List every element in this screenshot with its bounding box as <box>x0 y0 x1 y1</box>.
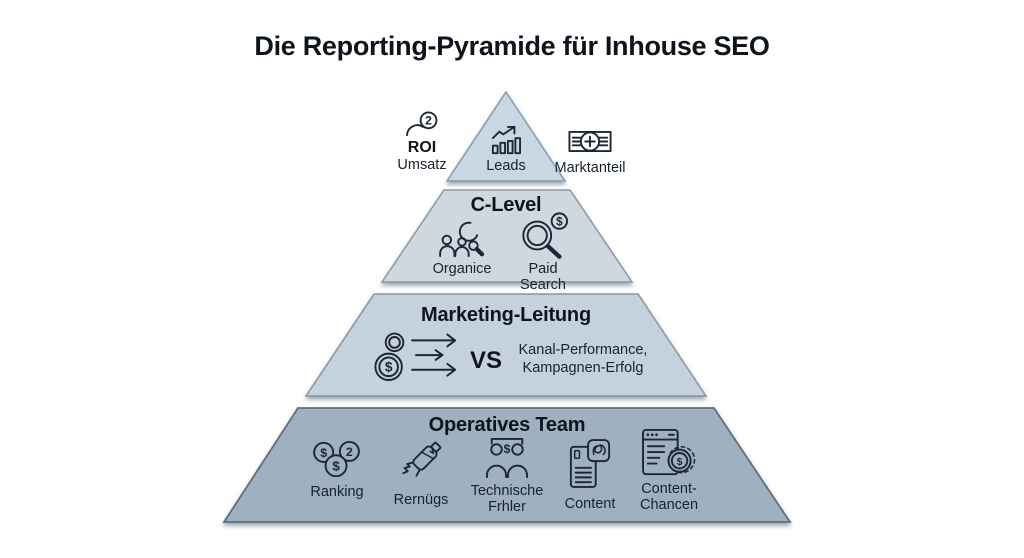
coins-ranking-icon: $ 2 $ <box>313 440 360 478</box>
paid-search-item: $ Paid Search <box>507 212 579 293</box>
svg-text:$: $ <box>385 360 393 375</box>
operatives-team-heading: Operatives Team <box>428 414 586 436</box>
marktanteil-label: Marktanteil <box>554 160 626 176</box>
ranking-label: Ranking <box>310 484 364 500</box>
leads-label: Leads <box>486 158 526 174</box>
rocket-icon <box>402 441 442 477</box>
bar-chart-arrow-icon <box>491 125 521 155</box>
vs-label: VS <box>470 347 503 374</box>
pyramid-level-4-shape <box>222 407 792 523</box>
people-magnifier-icon <box>439 221 485 258</box>
kampagnen-erfolg-line2: Kampagnen-Erfolg <box>522 359 644 376</box>
ranking-item: $ 2 $ Ranking <box>307 440 367 500</box>
paid-search-label: Paid Search <box>520 261 566 293</box>
content-chancen-item: $ Content- Chancen <box>634 428 704 513</box>
team-dollar-icon: $ <box>486 437 528 479</box>
svg-text:$: $ <box>677 456 683 468</box>
svg-text:$: $ <box>556 216 563 228</box>
roi-coin-icon: 2 <box>406 111 438 137</box>
roi-umsatz-item: 2 ROI Umsatz <box>390 111 454 173</box>
technische-label-line1: Technische <box>470 483 544 499</box>
page-title: Die Reporting-Pyramide für Inhouse SEO <box>254 31 770 61</box>
pyramid-level-2-shape <box>380 189 634 283</box>
content-chancen-label-line2: Chancen <box>639 497 699 513</box>
pyramid-level-1-shape <box>445 90 567 182</box>
content-label: Content <box>564 496 616 512</box>
technische-label-line2: Frhler <box>488 499 526 515</box>
kanal-performance-line1: Kanal-Performance, <box>518 342 648 358</box>
content-item: Content <box>563 438 617 512</box>
roi-label: ROI <box>407 139 437 156</box>
rernuegs-label: Rernügs <box>393 492 449 508</box>
svg-text:2: 2 <box>425 114 432 128</box>
marktanteil-item: Marktanteil <box>554 127 626 176</box>
banknote-plus-icon <box>568 130 612 153</box>
magnifier-dollar-icon: $ <box>522 212 568 259</box>
technische-fehler-item: $ Technische Frhler <box>471 437 543 515</box>
svg-text:$: $ <box>504 442 511 456</box>
kanal-performance-text: Kanal-Performance, Kampagnen-Erfolg <box>512 342 654 377</box>
content-chancen-label-line1: Content- <box>641 481 697 497</box>
umsatz-label: Umsatz <box>397 157 447 173</box>
marketing-leitung-heading: Marketing-Leitung <box>421 304 591 326</box>
svg-text:2: 2 <box>346 445 353 459</box>
svg-text:$: $ <box>320 446 327 460</box>
c-level-heading: C-Level <box>470 194 542 216</box>
organic-label: Organice <box>432 261 492 277</box>
money-flow-icon: $ <box>374 332 457 382</box>
organic-item: Organice <box>433 220 491 277</box>
leads-item: Leads <box>479 125 533 174</box>
rernuegs-item: Rernügs <box>389 434 453 508</box>
webpage-coin-icon: $ <box>642 428 696 476</box>
document-badge-icon <box>569 439 611 488</box>
pyramid-level-3-shape <box>304 293 708 397</box>
svg-text:$: $ <box>332 458 340 473</box>
